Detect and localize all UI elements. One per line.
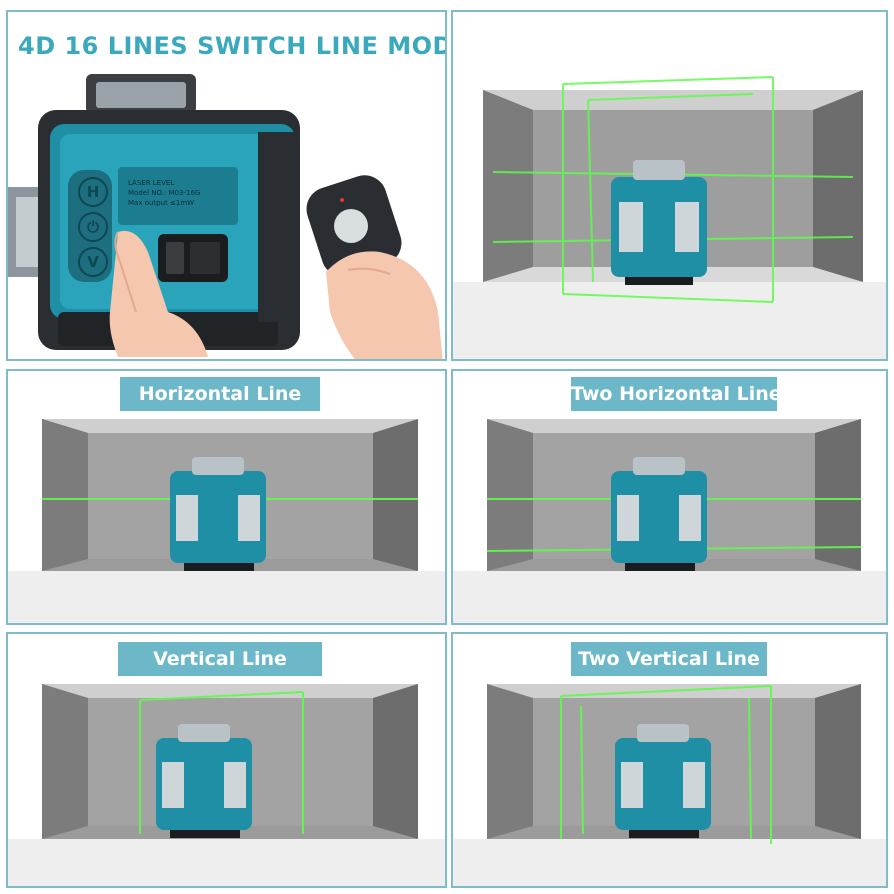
scene-vertical-line-drawing: [8, 684, 445, 886]
h-button[interactable]: H: [78, 177, 108, 207]
mode-label-vertical: Vertical Line: [118, 642, 322, 676]
scene-vertical-line: Vertical Line: [6, 632, 447, 888]
mode-label-two-horizontal: Two Horizontal Line: [571, 377, 782, 411]
device-label: LASER LEVEL Model NO.: M03-16G Max outpu…: [128, 178, 240, 208]
device-label-line3: Max output ≤1mW: [128, 199, 195, 207]
device-label-line1: LASER LEVEL: [128, 179, 175, 187]
hero-panel: 4D 16 LINES SWITCH LINE MODES H ⏻ V: [6, 10, 447, 361]
mode-label-two-vertical: Two Vertical Line: [571, 642, 767, 676]
scene-two-vertical-line-drawing: [453, 684, 886, 886]
power-button[interactable]: ⏻: [78, 212, 108, 242]
scene-horizontal-line: Horizontal Line: [6, 369, 447, 625]
hero-illustration: [8, 74, 443, 359]
scene-two-horizontal-line: Two Horizontal Line: [451, 369, 888, 625]
scene-horizontal-line-drawing: [8, 419, 445, 623]
mode-label-horizontal: Horizontal Line: [120, 377, 320, 411]
scene-all-lines-drawing: [453, 76, 886, 359]
scene-two-horizontal-line-drawing: [453, 419, 886, 623]
v-button[interactable]: V: [78, 247, 108, 277]
scene-all-lines: [451, 10, 888, 361]
scene-two-vertical-line: Two Vertical Line: [451, 632, 888, 888]
device-label-line2: Model NO.: M03-16G: [128, 189, 201, 197]
headline: 4D 16 LINES SWITCH LINE MODES: [18, 32, 447, 60]
